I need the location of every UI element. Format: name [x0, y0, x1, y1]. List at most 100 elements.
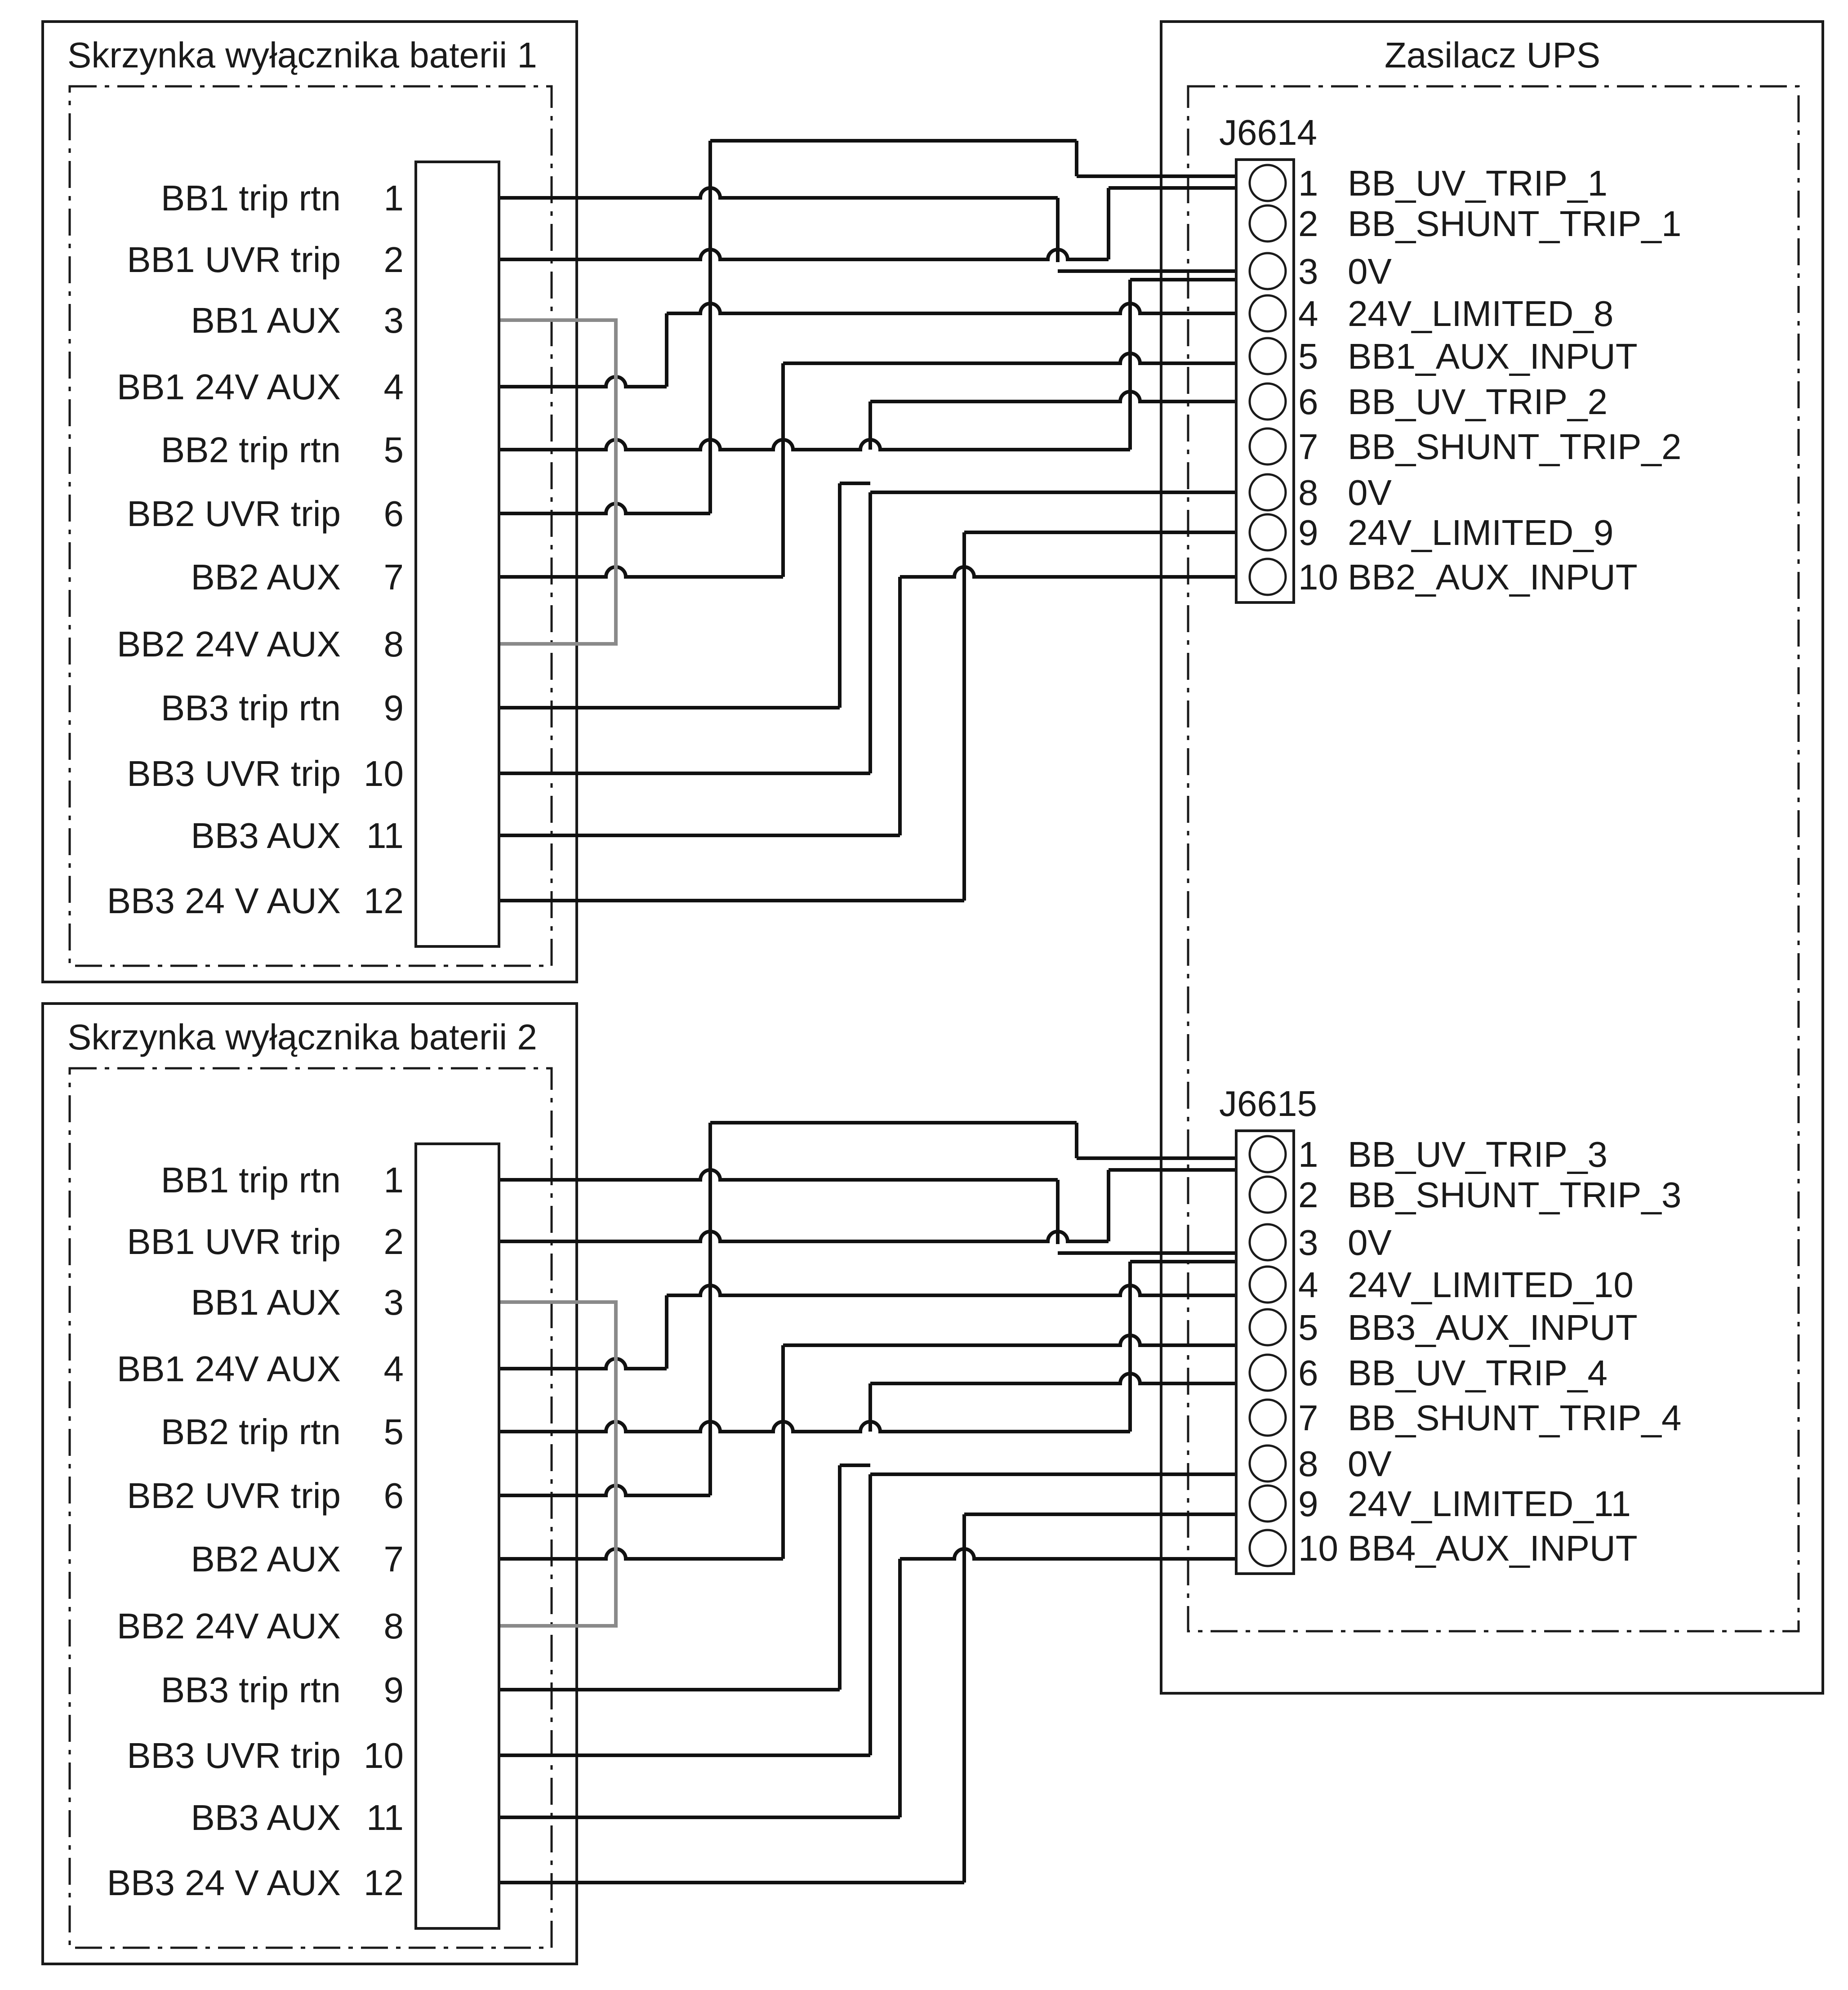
wire-terminal-4-to-pin-4 [457, 1284, 1268, 1370]
connector-pin [1248, 1175, 1287, 1214]
connector-pin [1248, 337, 1287, 375]
pin-number: 9 [1298, 513, 1318, 553]
pin-label: 0V [1348, 251, 1392, 291]
terminal-number: 3 [384, 1282, 404, 1322]
breaker-box-2-frame: Skrzynka wyłącznika baterii 2 [41, 1002, 578, 1965]
connector-name: J6614 [1219, 112, 1317, 152]
pin-label: BB_UV_TRIP_4 [1348, 1353, 1608, 1393]
pin-number: 6 [1298, 382, 1318, 422]
terminal-label: BB3 AUX [191, 816, 341, 856]
pin-number: 1 [1298, 1134, 1318, 1174]
breaker-box-outer-frame [41, 1002, 578, 1965]
terminal-label: BB3 24 V AUX [107, 1863, 341, 1903]
terminal-strip [414, 1142, 500, 1930]
terminal-label: BB2 24V AUX [117, 1606, 341, 1646]
pin-number: 3 [1298, 251, 1318, 291]
wire-terminal-4-to-pin-4 [457, 302, 1268, 388]
connector-pin [1248, 1135, 1287, 1173]
connector-pin [1248, 513, 1287, 552]
connector-pin [1248, 1529, 1287, 1567]
terminal-label: BB1 trip rtn [161, 178, 341, 218]
terminal-number: 11 [366, 1798, 404, 1838]
pin-number: 8 [1298, 473, 1318, 513]
terminal-label: BB2 UVR trip [127, 1476, 341, 1516]
breaker-box-inner-frame [68, 1067, 553, 1949]
terminal-label: BB2 UVR trip [127, 494, 341, 534]
connector-pin [1248, 1265, 1287, 1304]
pin-label: BB_SHUNT_TRIP_3 [1348, 1175, 1681, 1215]
terminal-number: 10 [364, 754, 404, 794]
pin-number: 5 [1298, 1307, 1318, 1347]
breaker-box-1-frame: Skrzynka wyłącznika baterii 1 [41, 20, 578, 983]
pin-label: 24V_LIMITED_8 [1348, 294, 1613, 334]
pin-number: 7 [1298, 427, 1318, 467]
terminal-number: 10 [364, 1736, 404, 1776]
terminal-number: 1 [384, 1160, 404, 1200]
ups-title: Zasilacz UPS [1385, 35, 1600, 75]
terminal-number: 7 [384, 557, 404, 597]
wire-terminal-9-to-pin-8 [457, 1463, 870, 1691]
wire-terminal-12-to-pin-9 [457, 531, 1268, 902]
breaker-box-2-title: Skrzynka wyłącznika baterii 2 [67, 1017, 537, 1057]
pin-label: 0V [1348, 1223, 1392, 1263]
connector-name: J6615 [1219, 1084, 1317, 1124]
connector-pin [1248, 1308, 1287, 1347]
connector-pin [1248, 382, 1287, 421]
pin-label: 0V [1348, 473, 1392, 513]
pin-label: 0V [1348, 1444, 1392, 1484]
terminal-label: BB2 AUX [191, 557, 341, 597]
breaker-box-1-title: Skrzynka wyłącznika baterii 1 [67, 35, 537, 75]
wire-terminal-5-to-pin-8 [457, 298, 1132, 451]
terminal-number: 12 [364, 1863, 404, 1903]
terminal-number: 2 [384, 1222, 404, 1262]
terminal-number: 9 [384, 1670, 404, 1710]
terminal-number: 5 [384, 430, 404, 470]
breaker-box-inner-frame [68, 85, 553, 967]
connector-pin [1248, 204, 1287, 243]
pin-label: BB3_AUX_INPUT [1348, 1307, 1638, 1347]
terminal-number: 4 [384, 367, 404, 407]
pin-number: 2 [1298, 1175, 1318, 1215]
wiring-group-box-1 [457, 139, 1268, 902]
pin-label: BB4_AUX_INPUT [1348, 1528, 1638, 1568]
pin-number: 3 [1298, 1223, 1318, 1263]
pin-number: 9 [1298, 1484, 1318, 1524]
terminal-strip [414, 161, 500, 948]
pin-label: BB_UV_TRIP_1 [1348, 163, 1608, 203]
pin-label: BB_UV_TRIP_3 [1348, 1134, 1608, 1174]
terminal-label: BB1 AUX [191, 300, 341, 340]
connector-pin [1248, 558, 1287, 596]
pin-number: 10 [1298, 1528, 1338, 1568]
pin-label: BB_SHUNT_TRIP_1 [1348, 204, 1681, 244]
terminal-number: 1 [384, 178, 404, 218]
wire-terminal-10-to-pin-6 [457, 1474, 872, 1757]
ups-outer-frame [1160, 20, 1824, 1695]
terminal-number: 8 [384, 624, 404, 664]
pin-label: BB_SHUNT_TRIP_2 [1348, 427, 1681, 467]
pin-label: 24V_LIMITED_11 [1348, 1484, 1631, 1524]
ups-inner-frame [1187, 85, 1800, 1633]
connector-pin [1248, 252, 1287, 290]
terminal-number: 7 [384, 1539, 404, 1579]
jumper-terminal-3-to-8 [457, 318, 618, 646]
terminal-label: BB1 UVR trip [127, 1222, 341, 1262]
terminal-label: BB2 AUX [191, 1539, 341, 1579]
pin-number: 4 [1298, 1265, 1318, 1305]
connector-pin [1248, 294, 1287, 333]
wire-pin-6 [868, 390, 1268, 450]
pin-number: 1 [1298, 163, 1318, 203]
pin-label: BB_SHUNT_TRIP_4 [1348, 1398, 1681, 1438]
connector-pin [1248, 1223, 1287, 1262]
terminal-label: BB3 trip rtn [161, 688, 341, 728]
terminal-number: 8 [384, 1606, 404, 1646]
connector-pin [1248, 427, 1287, 466]
breaker-box-outer-frame [41, 20, 578, 983]
terminal-label: BB3 UVR trip [127, 754, 341, 794]
connector-pin [1248, 164, 1287, 202]
terminal-number: 5 [384, 1412, 404, 1452]
wire-terminal-11-to-pin-10 [457, 1547, 1268, 1819]
terminal-number: 6 [384, 494, 404, 534]
